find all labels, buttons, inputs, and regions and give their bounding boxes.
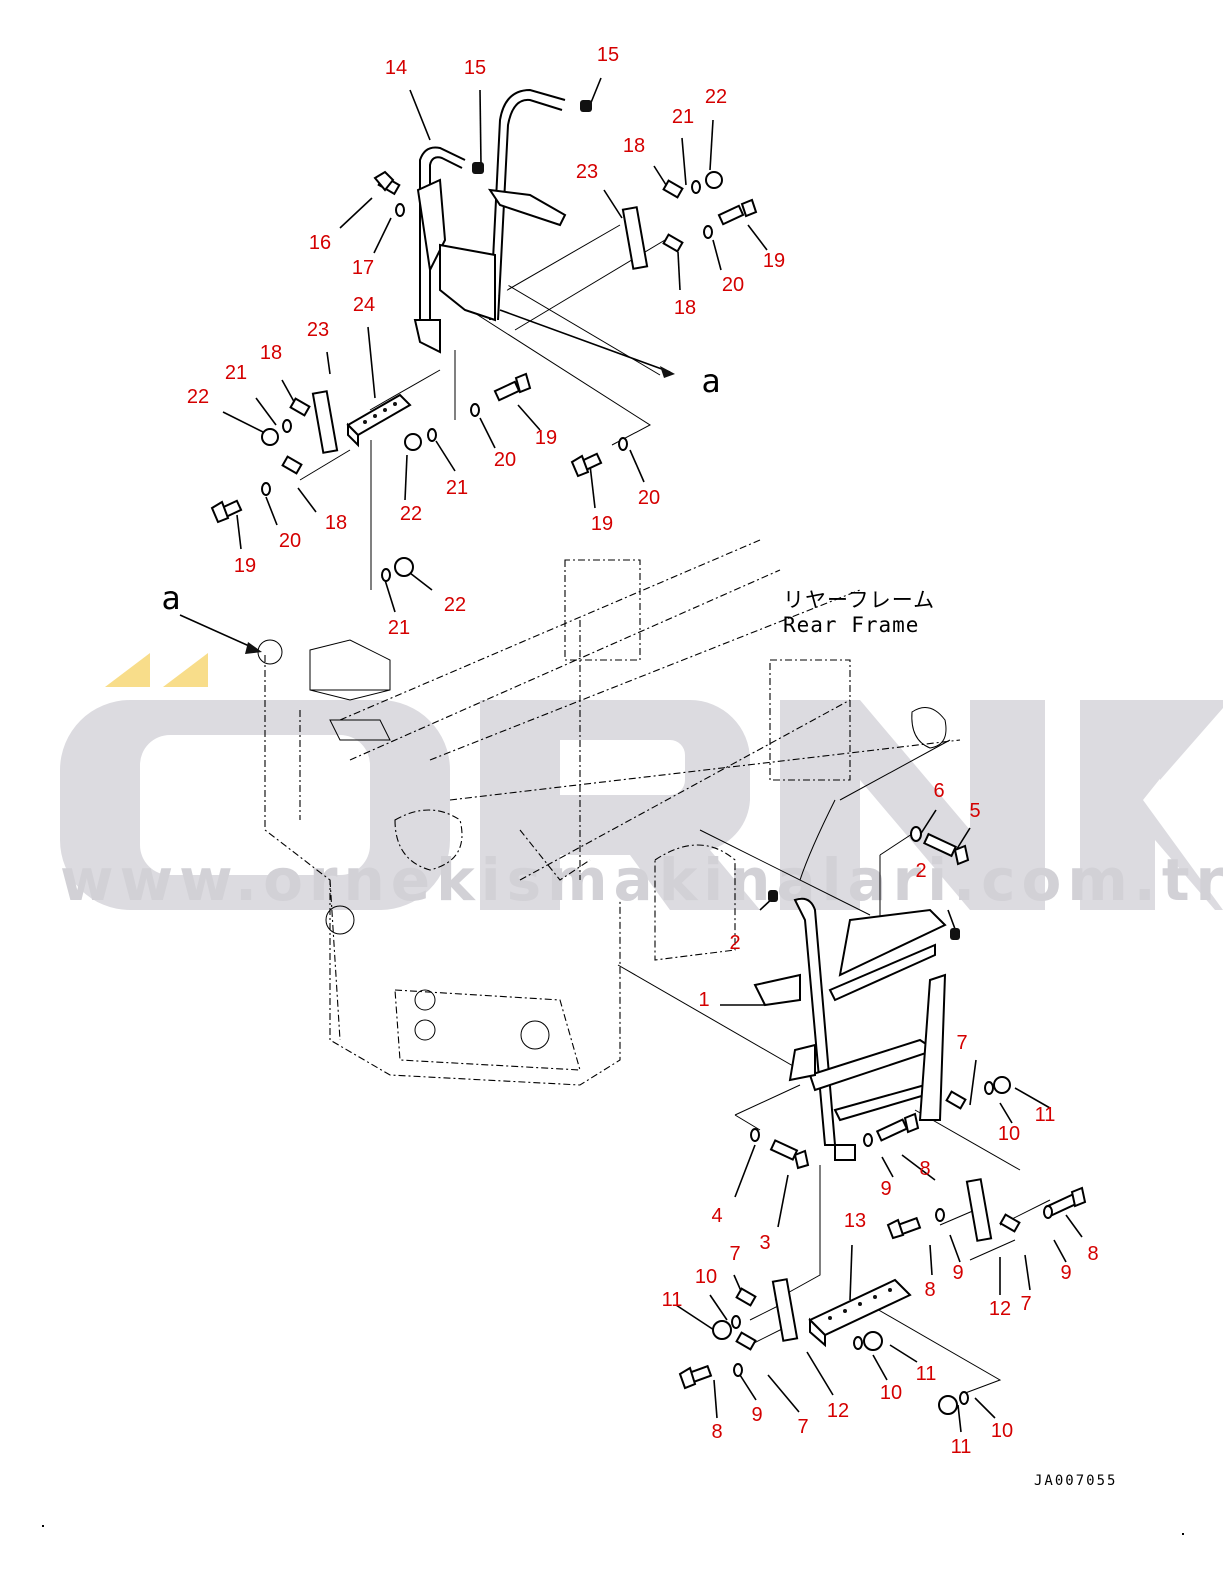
view-marker-a: a (161, 579, 181, 617)
callout-part-22: 22 (443, 594, 467, 616)
view-arrows (179, 309, 675, 654)
callout-part-7: 7 (1020, 1293, 1032, 1315)
callout-part-11: 11 (915, 1363, 937, 1385)
corner-mark-right (1182, 1533, 1184, 1535)
watermark-logo: www.ornekismakinalari.com.tr (60, 653, 1223, 914)
callout-part-2: 2 (729, 932, 741, 954)
callout-part-18: 18 (324, 512, 348, 534)
watermark-letter-n (780, 700, 1045, 910)
plate-23-lower (311, 390, 339, 454)
callout-part-8: 8 (924, 1279, 936, 1301)
callout-part-17: 17 (351, 257, 375, 279)
callout-part-20: 20 (278, 530, 302, 552)
callout-part-11: 11 (661, 1289, 683, 1311)
plate-12-left (771, 1278, 799, 1342)
callout-part-6: 6 (933, 780, 945, 802)
callout-part-20: 20 (721, 274, 745, 296)
corner-mark-left (42, 1525, 44, 1527)
watermark-accent-left (105, 653, 150, 687)
callout-part-1: 1 (698, 989, 710, 1011)
callout-part-18: 18 (673, 297, 697, 319)
callout-part-9: 9 (1060, 1262, 1072, 1284)
callout-part-12: 12 (988, 1298, 1012, 1320)
callout-part-22: 22 (704, 86, 728, 108)
callout-part-16: 16 (308, 232, 332, 254)
plate-12-right (965, 1178, 993, 1242)
callout-part-10: 10 (694, 1266, 718, 1288)
ladder-assembly-1 (753, 897, 947, 1161)
callout-part-15: 15 (596, 44, 620, 66)
callout-part-22: 22 (186, 386, 210, 408)
callout-part-4: 4 (711, 1205, 723, 1227)
callout-part-7: 7 (729, 1243, 741, 1265)
callout-part-10: 10 (990, 1420, 1014, 1442)
view-marker-a: a (701, 362, 721, 400)
rear-frame-label-jp: リヤーフレーム (783, 588, 936, 612)
callout-part-19: 19 (762, 250, 786, 272)
callout-part-24: 24 (352, 294, 376, 316)
callout-part-8: 8 (711, 1421, 723, 1443)
callout-part-21: 21 (671, 106, 695, 128)
drawing-number: JA007055 (1034, 1473, 1118, 1489)
callout-part-9: 9 (751, 1404, 763, 1426)
callout-part-10: 10 (997, 1123, 1021, 1145)
callout-part-9: 9 (952, 1262, 964, 1284)
callout-part-2: 2 (915, 860, 927, 882)
callout-part-8: 8 (1087, 1243, 1099, 1265)
callout-part-19: 19 (534, 427, 558, 449)
rear-frame-label: リヤーフレーム Rear Frame (783, 588, 935, 638)
watermark-letter-k (1080, 700, 1223, 910)
callout-part-21: 21 (387, 617, 411, 639)
callout-part-8: 8 (919, 1158, 931, 1180)
callout-part-20: 20 (493, 449, 517, 471)
watermark-url: www.ornekismakinalari.com.tr (60, 846, 1223, 914)
callout-part-15: 15 (463, 57, 487, 79)
callout-part-14: 14 (384, 57, 408, 79)
leader-lines (222, 77, 1083, 1433)
callout-part-9: 9 (880, 1178, 892, 1200)
callout-part-23: 23 (575, 161, 599, 183)
callout-part-18: 18 (622, 135, 646, 157)
washer-17 (395, 203, 405, 217)
rear-frame (257, 539, 961, 1086)
step-13 (808, 1278, 912, 1348)
fasteners (210, 100, 1087, 1415)
callout-part-18: 18 (259, 342, 283, 364)
callout-part-12: 12 (826, 1400, 850, 1422)
watermark-letter-o (60, 700, 450, 910)
callout-part-19: 19 (233, 555, 257, 577)
callout-part-21: 21 (445, 477, 469, 499)
callout-part-21: 21 (224, 362, 248, 384)
handrail-14 (413, 88, 567, 354)
step-24 (346, 393, 412, 448)
callout-part-19: 19 (590, 513, 614, 535)
callout-part-7: 7 (797, 1416, 809, 1438)
watermark-letter-r (480, 700, 760, 910)
callout-part-20: 20 (637, 487, 661, 509)
callout-part-7: 7 (956, 1032, 968, 1054)
callout-part-23: 23 (306, 319, 330, 341)
callout-part-10: 10 (879, 1382, 903, 1404)
callout-part-5: 5 (969, 800, 981, 822)
callout-part-13: 13 (843, 1210, 867, 1232)
watermark-accent-right (163, 653, 208, 687)
callout-part-3: 3 (759, 1232, 771, 1254)
callout-part-11: 11 (1034, 1104, 1056, 1126)
callout-part-11: 11 (950, 1436, 972, 1458)
plate-23-upper (621, 206, 649, 270)
rear-frame-label-en: Rear Frame (783, 613, 920, 637)
callout-part-22: 22 (399, 503, 423, 525)
